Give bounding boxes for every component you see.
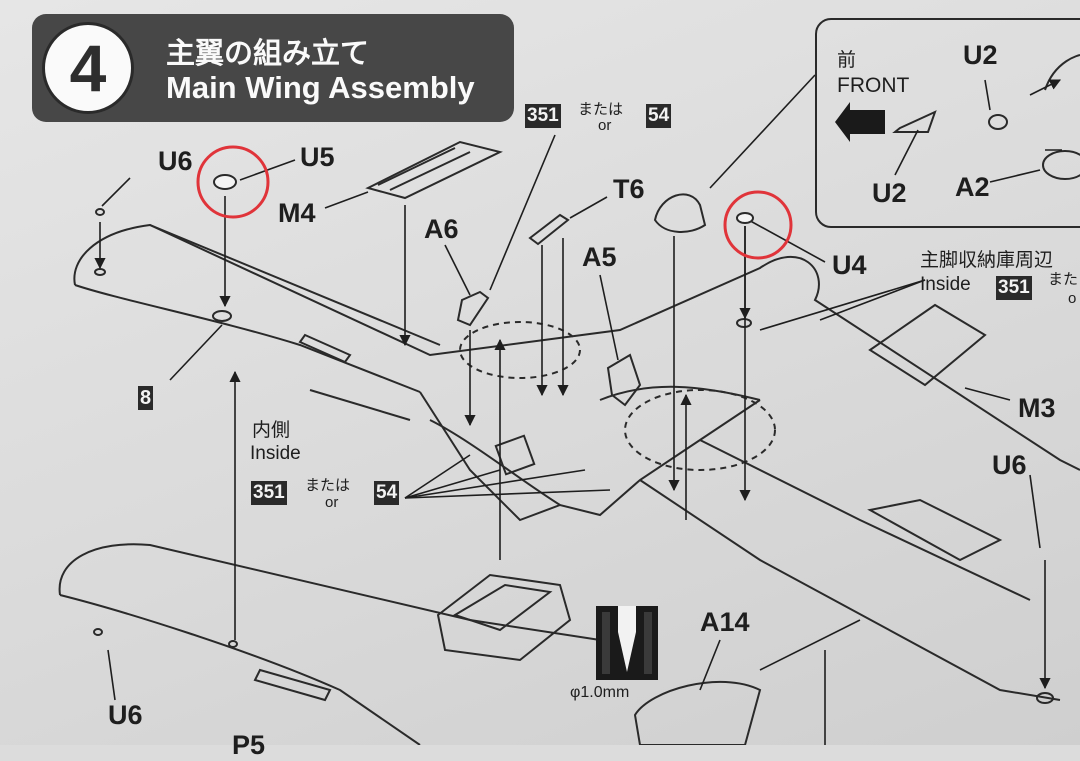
paint-joiner-jp-right: また [1048,271,1079,288]
part-m4-shape [365,140,503,200]
paint-joiner-jp-top: または [578,101,624,118]
label-u6-right: U6 [992,450,1027,480]
part-a5-shape [606,353,642,407]
highlight-circle-u4 [723,190,793,260]
label-u6-top-left: U6 [158,146,193,176]
step-title-en: Main Wing Assembly [166,70,475,105]
wheel-well-label-jp: 主脚収納庫周辺 [920,250,1054,271]
center-section [419,391,761,522]
label-a5: A5 [582,242,617,272]
part-u4-housing [653,193,707,233]
paint-joiner-jp-left: または [305,477,351,494]
drill-icon [596,606,658,680]
label-a14: A14 [700,607,750,637]
part-a6-shape [456,290,490,327]
inside-label-en-right: Inside [920,274,971,295]
paint-code-351-left: 351 [251,481,287,505]
wing-diagram [58,54,1080,745]
label-u4: U4 [832,250,867,280]
part-a14-shape [633,680,762,745]
paint-code-351-right: 351 [996,276,1032,300]
label-m4: M4 [278,198,316,228]
part-t6-shape [528,213,570,246]
front-label-en: FRONT [837,74,910,97]
step-title-jp: 主翼の組み立て [166,38,370,70]
front-inset [815,18,1080,228]
label-a2: A2 [955,172,990,202]
part-wheel-well [436,573,572,662]
wing-upper-outline [73,223,1080,471]
label-t6: T6 [613,174,645,204]
label-a6: A6 [424,214,459,244]
label-m3: M3 [1018,393,1056,423]
paint-joiner-en-top: or [598,117,612,134]
inside-label-jp: 内側 [252,420,291,441]
label-u5: U5 [300,142,335,172]
drill-size-label: φ1.0mm [570,684,630,701]
label-u2-top: U2 [963,40,998,70]
paint-code-54-left: 54 [374,481,400,505]
label-u2-bottom: U2 [872,178,907,208]
wing-lower-outline [58,543,601,641]
label-u6-bottom-left: U6 [108,700,143,730]
inside-label-en: Inside [250,443,301,464]
step-number: 4 [42,22,134,114]
paint-joiner-en-left: or [325,494,339,511]
paint-code-351-top: 351 [525,104,561,128]
label-p5: P5 [232,730,266,760]
paint-code-54-top: 54 [646,104,672,128]
paint-joiner-en-right: o [1068,290,1077,307]
highlight-circle-u5 [196,145,270,219]
front-label-jp: 前 [837,50,857,71]
front-arrow-icon [835,102,885,142]
label-8: 8 [138,386,154,410]
part-m3-shape [868,303,987,387]
